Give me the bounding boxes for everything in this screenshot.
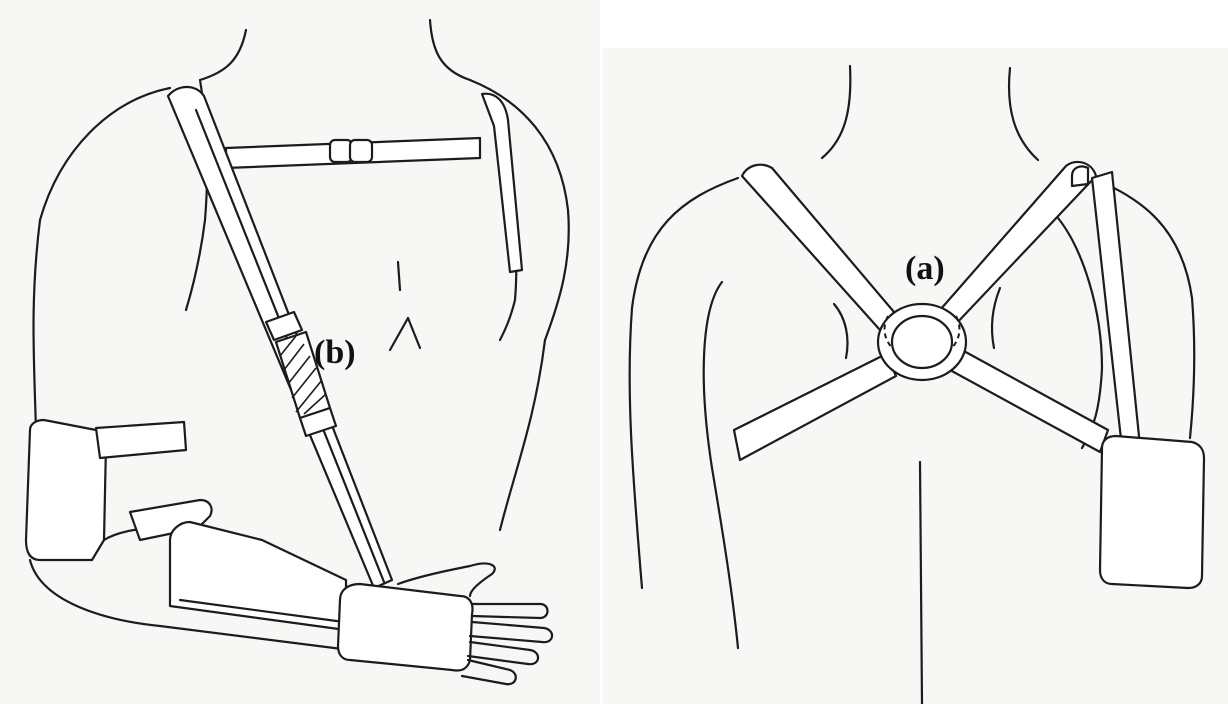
finger-4 [462,660,516,684]
right-shoulder-strap [482,94,522,272]
harness-left-upper-strap [742,165,894,330]
harness-left-lower-strap [734,354,896,460]
back-view-panel: (a) [602,48,1228,704]
finger-3 [468,642,538,664]
arm-band [96,422,186,458]
strap-loop [1072,166,1088,186]
back-view-drawing [602,48,1228,704]
front-view-drawing [0,0,600,704]
neck-outline [200,30,246,80]
torso-midline [398,262,400,290]
wrist-cuff [338,584,473,671]
callout-label-a: (a) [905,252,945,286]
harness-right-arm-strap [1092,172,1140,448]
finger-1 [472,604,548,618]
front-view-panel: (b) [0,0,600,704]
upper-arm-cuff [26,420,106,560]
arm-cuff [1100,436,1204,588]
forearm-splint [170,522,346,630]
neck-outline [822,66,850,158]
central-ring-inner [892,316,952,368]
spine-line [920,462,922,704]
right-shoulder-outline [470,80,569,340]
finger-2 [470,622,552,642]
callout-label-b: (b) [314,336,356,370]
harness-right-lower-strap [950,350,1108,452]
left-shoulder-outline [34,88,171,430]
chest-strap-buckle [330,140,352,162]
